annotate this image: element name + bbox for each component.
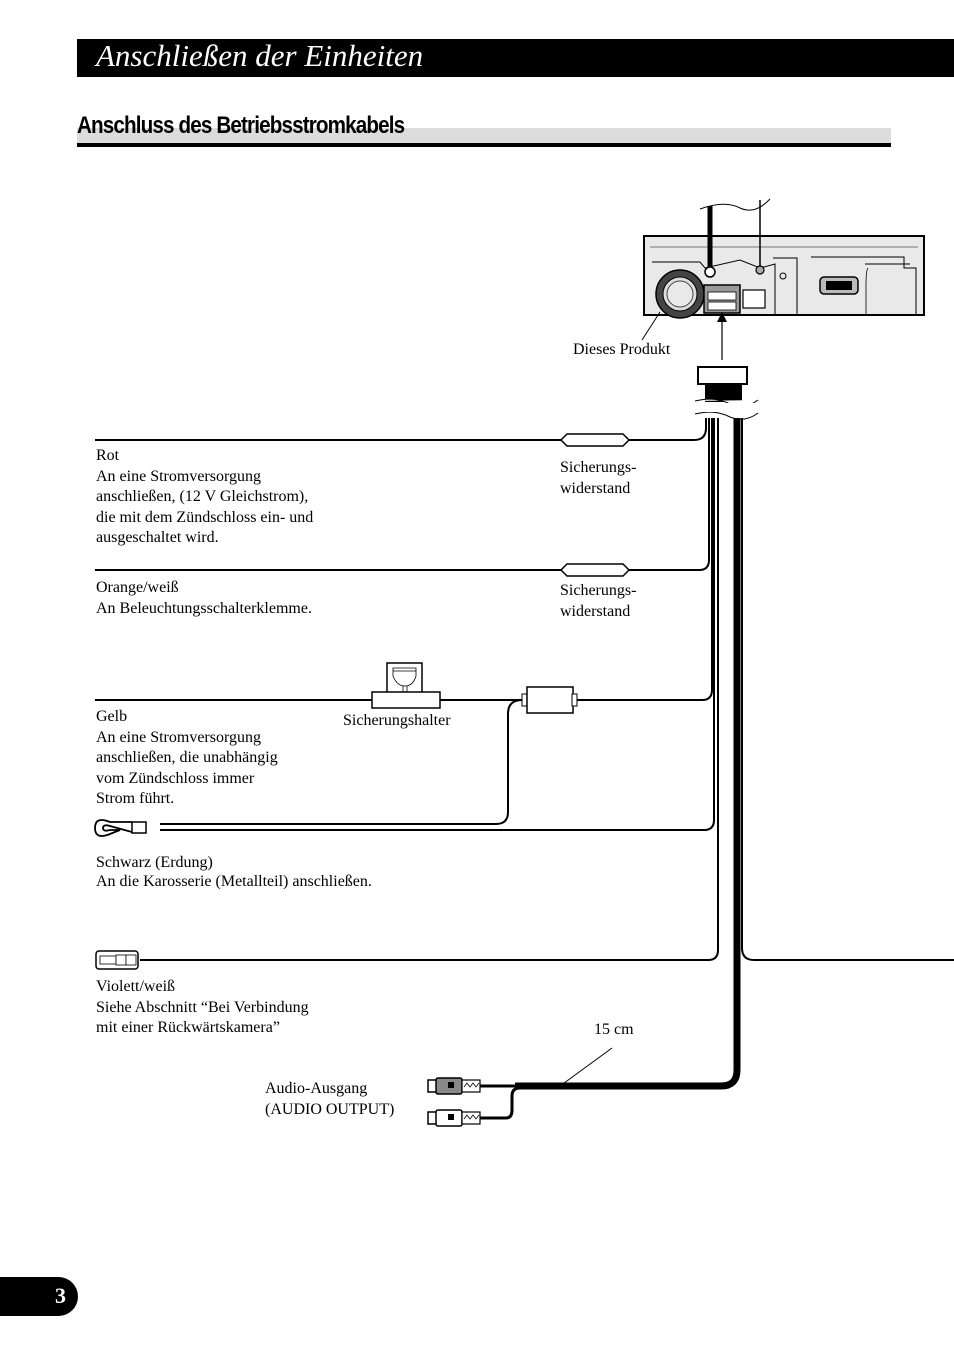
fuse-resistor-icon	[559, 433, 631, 447]
label-line: widerstand	[560, 479, 631, 497]
page-number: 3	[55, 1283, 66, 1308]
label-line: widerstand	[560, 602, 631, 620]
wire-description: Strom führt.	[96, 790, 175, 807]
wire-color: Violett/weiß	[96, 978, 176, 995]
fuse-holder-icon	[371, 662, 441, 709]
wire-label-red: Rot An eine Stromversorgung anschließen,…	[96, 446, 313, 549]
wire-color: Schwarz (Erdung)	[96, 854, 213, 871]
wire-description: An eine Stromversorgung	[96, 728, 262, 746]
section-heading-background	[77, 128, 891, 144]
wire-red	[95, 433, 631, 447]
wire-yellow	[95, 662, 578, 825]
label-line: Sicherungs-	[560, 582, 637, 599]
fuse-resistor-label-1: Sicherungs- widerstand	[560, 458, 636, 499]
wire-label-orange-white: Orange/weiß An Beleuchtungsschalterklemm…	[96, 578, 312, 619]
wire-description: mit einer Rückwärtskamera”	[96, 1019, 280, 1036]
wire-description: die mit dem Zündschloss ein- und	[96, 508, 314, 526]
wire-orange-white	[95, 563, 631, 577]
wire-label-black: Schwarz (Erdung) An die Karosserie (Meta…	[96, 853, 372, 891]
plug-connector-icon	[95, 950, 139, 970]
connector-sleeve-icon	[521, 686, 578, 714]
label-line: (AUDIO OUTPUT)	[265, 1100, 395, 1118]
wire-label-violet-white: Violett/weiß Siehe Abschnitt “Bei Verbin…	[96, 977, 309, 1039]
fuse-resistor-label-2: Sicherungs- widerstand	[560, 581, 636, 622]
wire-color: Rot	[96, 447, 120, 464]
label-line: Audio-Ausgang	[265, 1080, 368, 1097]
wire-label-yellow: Gelb An eine Stromversorgung anschließen…	[96, 707, 278, 810]
wire-description: ausgeschaltet wird.	[96, 529, 219, 546]
wire-description: anschließen, (12 V Gleichstrom),	[96, 488, 309, 505]
wire-description: An die Karosserie (Metallteil) anschließ…	[96, 873, 372, 890]
wire-description: anschließen, die unabhängig	[96, 749, 278, 766]
length-leader-line	[559, 1047, 613, 1087]
wire-description: An eine Stromversorgung	[96, 467, 262, 485]
audio-output-label: Audio-Ausgang (AUDIO OUTPUT)	[265, 1079, 394, 1120]
section-title: Anschluss des Betriebsstromkabels	[77, 112, 405, 139]
wire-color: Gelb	[96, 708, 128, 725]
wire-description: Siehe Abschnitt “Bei Verbindung	[96, 998, 309, 1016]
ring-terminal-icon	[94, 819, 147, 837]
wire-description: vom Zündschloss immer	[96, 769, 255, 787]
audio-output-rca-plugs	[427, 1047, 613, 1127]
fuse-holder-label: Sicherungshalter	[343, 712, 451, 729]
page-number-tab	[0, 1277, 78, 1316]
wire-violet-white	[95, 950, 139, 970]
rca-plug-icon	[427, 1077, 481, 1095]
unit-label: Dieses Produkt	[573, 341, 671, 358]
head-unit-illustration	[641, 198, 925, 360]
section-heading-rule	[77, 143, 891, 147]
rca-plug-icon	[427, 1109, 481, 1127]
cable-length-label: 15 cm	[594, 1021, 634, 1038]
wire-bundle	[140, 418, 954, 1090]
label-line: Sicherungs-	[560, 459, 637, 476]
title-bar	[77, 39, 954, 77]
wire-color: Orange/weiß	[96, 579, 179, 596]
fuse-resistor-icon	[559, 563, 631, 577]
wire-description: An Beleuchtungsschalterklemme.	[96, 599, 312, 617]
page-title: Anschließen der Einheiten	[96, 38, 424, 73]
wiring-harness-plug	[694, 366, 760, 420]
wire-black-ground	[94, 819, 147, 837]
